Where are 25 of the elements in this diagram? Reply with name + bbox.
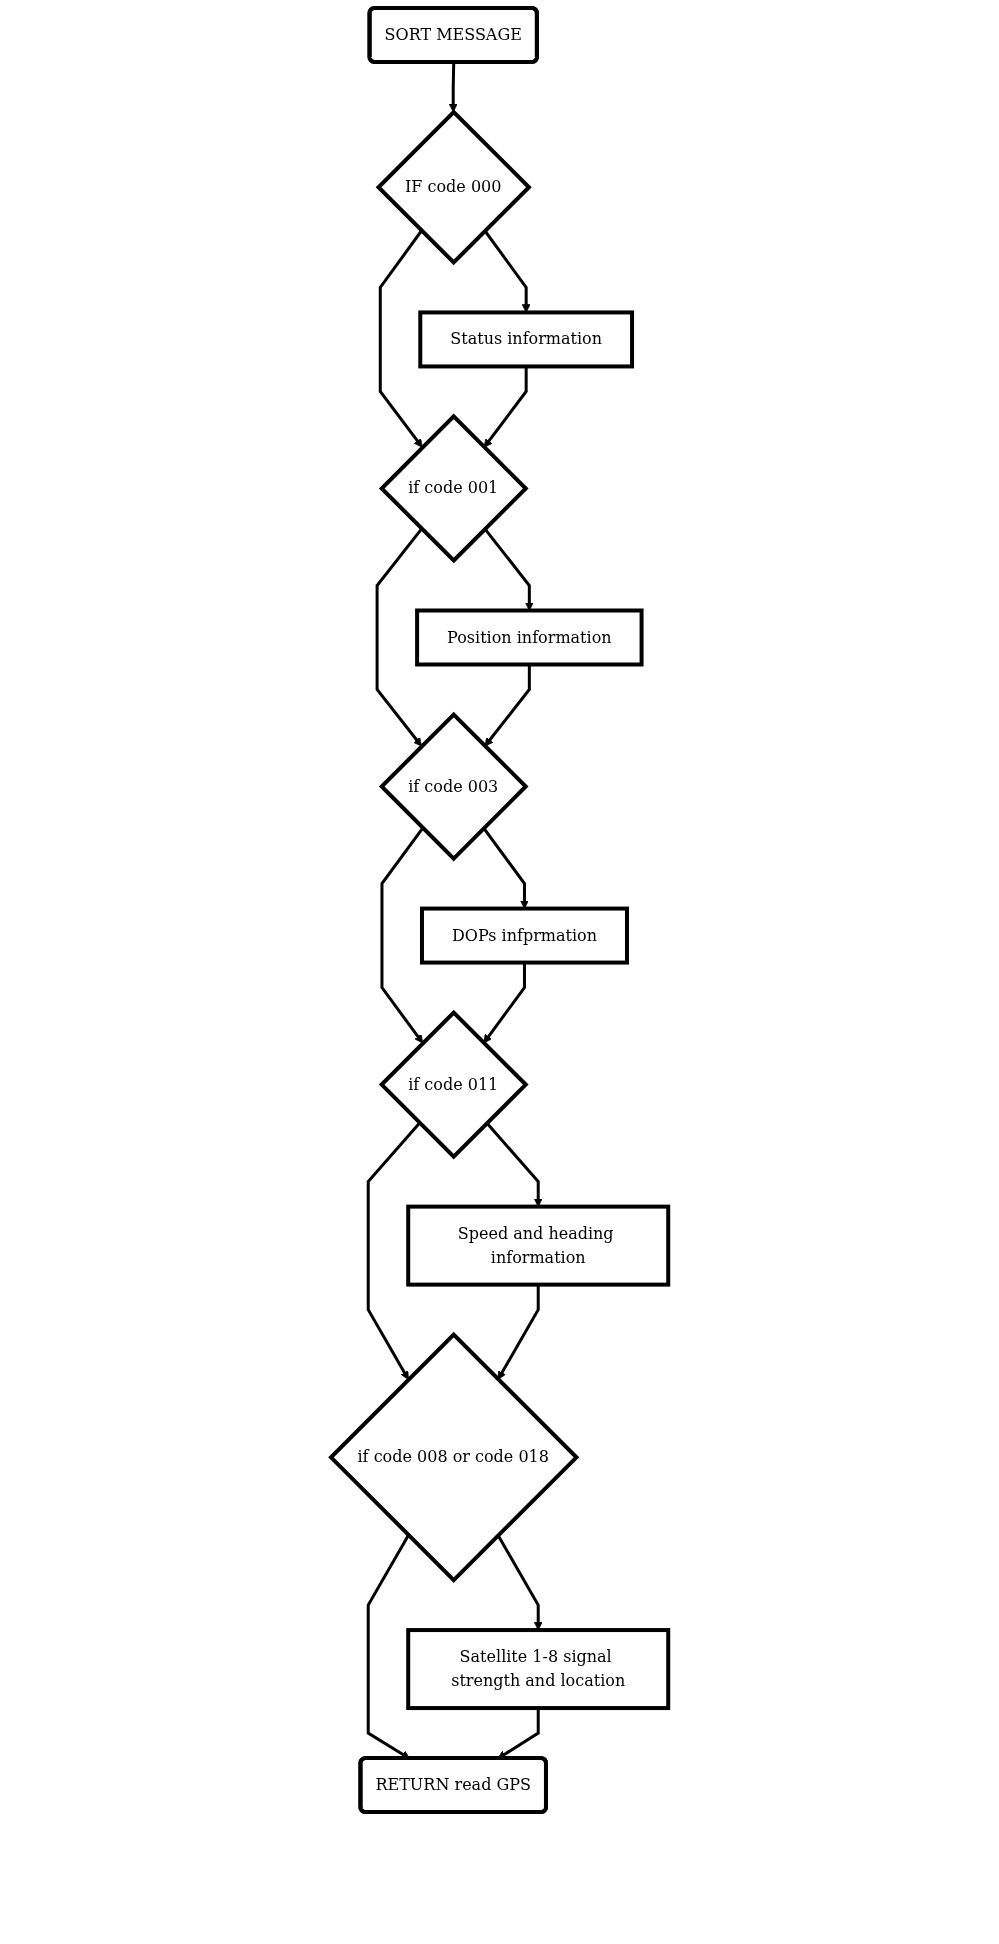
arrow — [497, 1284, 540, 1380]
node-box: Position information — [415, 608, 644, 667]
arrow — [483, 229, 531, 313]
node-box: DOPs infprmation — [419, 906, 629, 965]
arrow — [375, 527, 423, 747]
node-diamond: if code 011 — [378, 1009, 529, 1160]
node-diamond: if code 001 — [378, 413, 529, 564]
node-box: Speed and heading information — [406, 1204, 671, 1287]
arrow — [366, 1122, 421, 1380]
arrow — [380, 827, 424, 1044]
node-diamond: if code 003 — [378, 711, 529, 862]
arrow — [497, 1708, 540, 1759]
arrow — [366, 1534, 410, 1759]
node-diamond: if code 008 or code 018 — [328, 1331, 580, 1583]
arrow — [496, 1534, 543, 1631]
arrow — [483, 962, 526, 1044]
arrow — [483, 366, 528, 448]
node-diamond: IF code 000 — [375, 109, 532, 266]
arrow — [483, 527, 534, 611]
arrow — [448, 62, 458, 113]
node-box: Status information — [418, 310, 634, 369]
node-box: Satellite 1-8 signal strength and location — [406, 1628, 671, 1711]
arrow — [482, 827, 529, 909]
arrow — [378, 229, 423, 448]
arrow — [484, 664, 531, 747]
